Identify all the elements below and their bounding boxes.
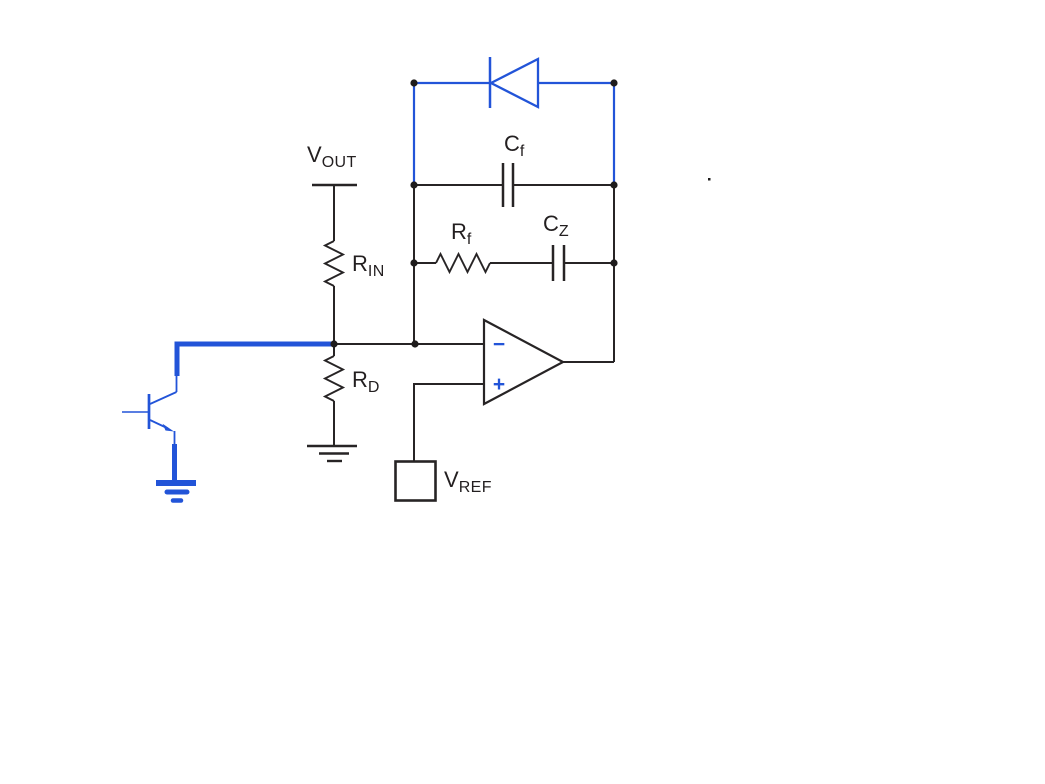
junction-dot bbox=[610, 259, 618, 267]
rd-label: RD bbox=[352, 369, 380, 396]
diode-branch-wire-left bbox=[412, 81, 489, 186]
cf-label-main: C bbox=[504, 131, 520, 156]
vout-divider-branch bbox=[307, 183, 357, 463]
cf-branch bbox=[414, 163, 614, 207]
rf-label-main: R bbox=[451, 219, 467, 244]
opamp: − + bbox=[482, 318, 566, 406]
junction-dot bbox=[411, 340, 419, 348]
rf-resistor-icon bbox=[435, 251, 491, 275]
vout-label-sub: OUT bbox=[321, 154, 357, 171]
vout-label-main: V bbox=[307, 142, 322, 167]
rin-label-main: R bbox=[352, 251, 368, 276]
rin-resistor-icon bbox=[322, 240, 346, 287]
npn-transistor-icon bbox=[122, 391, 196, 503]
highlight-wire bbox=[174, 341, 333, 392]
cf-label-sub: f bbox=[519, 143, 525, 160]
junction-dot bbox=[410, 79, 418, 87]
opamp-noninverting-symbol: + bbox=[493, 373, 505, 396]
vref-label-main: V bbox=[444, 467, 459, 492]
vref-source-box bbox=[394, 460, 437, 502]
transistor-emitter-arrow-icon bbox=[162, 423, 174, 432]
rd-label-main: R bbox=[352, 367, 368, 392]
rin-label: RIN bbox=[352, 253, 385, 280]
cz-label-main: C bbox=[543, 211, 559, 236]
cz-label: CZ bbox=[543, 213, 569, 240]
noninverting-input-wire bbox=[413, 383, 484, 462]
transistor-collector-lead bbox=[149, 391, 177, 405]
junction-dot bbox=[410, 181, 418, 189]
junction-dots bbox=[330, 79, 618, 348]
cz-capacitor-icon bbox=[551, 245, 566, 281]
rin-label-sub: IN bbox=[367, 263, 385, 280]
ground-icon bbox=[307, 444, 357, 463]
vout-label: VOUT bbox=[307, 144, 357, 171]
junction-dot bbox=[330, 340, 338, 348]
rd-resistor-icon bbox=[322, 355, 346, 402]
stray-dot bbox=[708, 178, 711, 181]
cf-capacitor-icon bbox=[501, 163, 515, 207]
opamp-triangle-icon bbox=[482, 318, 566, 406]
ground-icon-blue bbox=[156, 480, 196, 503]
rd-label-sub: D bbox=[367, 379, 380, 396]
vref-label-sub: REF bbox=[458, 479, 492, 496]
junction-dot bbox=[610, 181, 618, 189]
vref-label: VREF bbox=[444, 469, 492, 496]
junction-dot bbox=[410, 259, 418, 267]
opamp-wiring bbox=[334, 343, 614, 462]
rf-label: Rf bbox=[451, 221, 472, 248]
rf-cz-branch bbox=[414, 245, 614, 281]
opamp-inverting-symbol: − bbox=[493, 333, 505, 356]
cz-label-sub: Z bbox=[558, 223, 570, 240]
junction-dot bbox=[610, 79, 618, 87]
rf-label-sub: f bbox=[466, 231, 472, 248]
cf-label: Cf bbox=[504, 133, 525, 160]
diode-icon bbox=[488, 57, 540, 109]
diode-branch-wire-right bbox=[538, 81, 616, 186]
